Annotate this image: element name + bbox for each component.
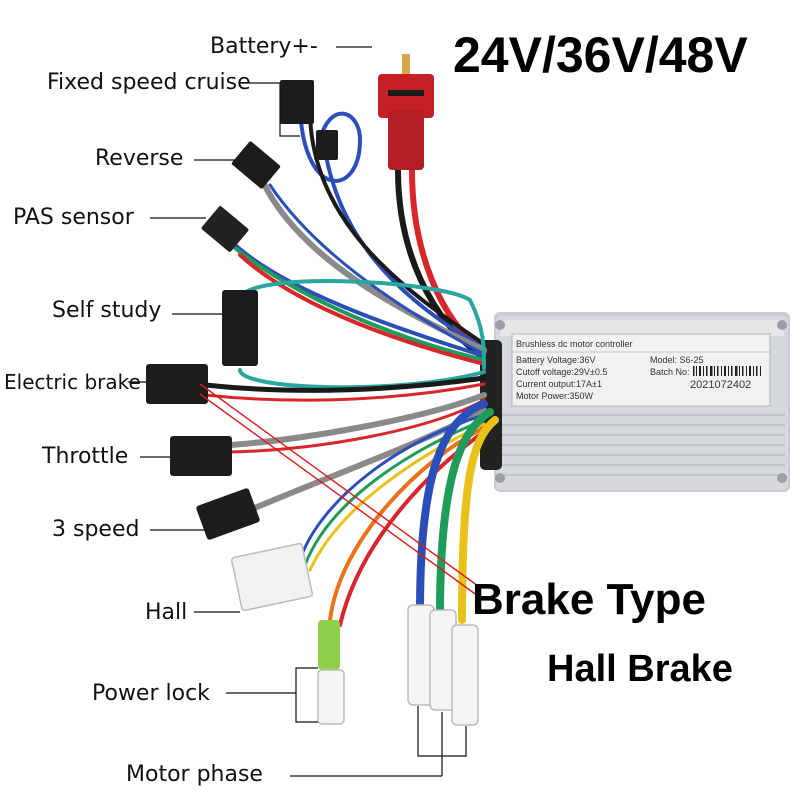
brake-pointer-lines xyxy=(199,383,479,597)
label-brake: Electric brake xyxy=(4,370,141,394)
brake-type-title: Brake Type xyxy=(472,575,706,624)
wire-harness xyxy=(202,98,499,627)
pas-connector xyxy=(201,206,249,252)
plate-model: Model: S6-25 xyxy=(650,355,704,365)
plate-title: Brushless dc motor controller xyxy=(516,339,633,349)
cruise-connector xyxy=(280,80,338,160)
label-motor-phase: Motor phase xyxy=(126,762,263,787)
label-hall: Hall xyxy=(145,600,188,625)
spec-plate xyxy=(511,333,771,407)
hall-brake-text: Hall Brake xyxy=(547,648,733,690)
label-reverse: Reverse xyxy=(95,146,184,171)
label-cruise: Fixed speed cruise xyxy=(47,70,251,95)
plate-batch: Batch No: xyxy=(650,367,690,377)
label-self-study: Self study xyxy=(52,298,162,323)
3speed-connector xyxy=(196,488,260,540)
label-battery: Battery+- xyxy=(210,34,318,59)
power-lock-connector xyxy=(317,620,345,725)
label-pas: PAS sensor xyxy=(13,205,134,230)
plate-battery-voltage: Battery Voltage:36V xyxy=(516,355,596,365)
controller-box xyxy=(480,312,790,492)
motor-phase-connectors xyxy=(407,604,479,726)
brake-connector xyxy=(146,364,208,404)
hall-connector xyxy=(230,542,314,612)
plate-current: Current output:17A±1 xyxy=(516,379,602,389)
throttle-connector xyxy=(170,436,232,476)
plate-power: Motor Power:350W xyxy=(516,391,594,401)
plate-batch-number: 2021072402 xyxy=(690,379,752,391)
label-throttle: Throttle xyxy=(42,444,129,469)
battery-connector xyxy=(378,54,434,170)
voltage-headline: 24V/36V/48V xyxy=(453,27,748,83)
label-power-lock: Power lock xyxy=(92,681,210,706)
barcode xyxy=(693,366,761,376)
label-3speed: 3 speed xyxy=(52,517,140,542)
reverse-connector xyxy=(231,141,281,189)
leader-lines xyxy=(128,46,467,777)
plate-cutoff: Cutoff voltage:29V±0.5 xyxy=(516,367,608,377)
self-study-connector xyxy=(222,290,258,366)
